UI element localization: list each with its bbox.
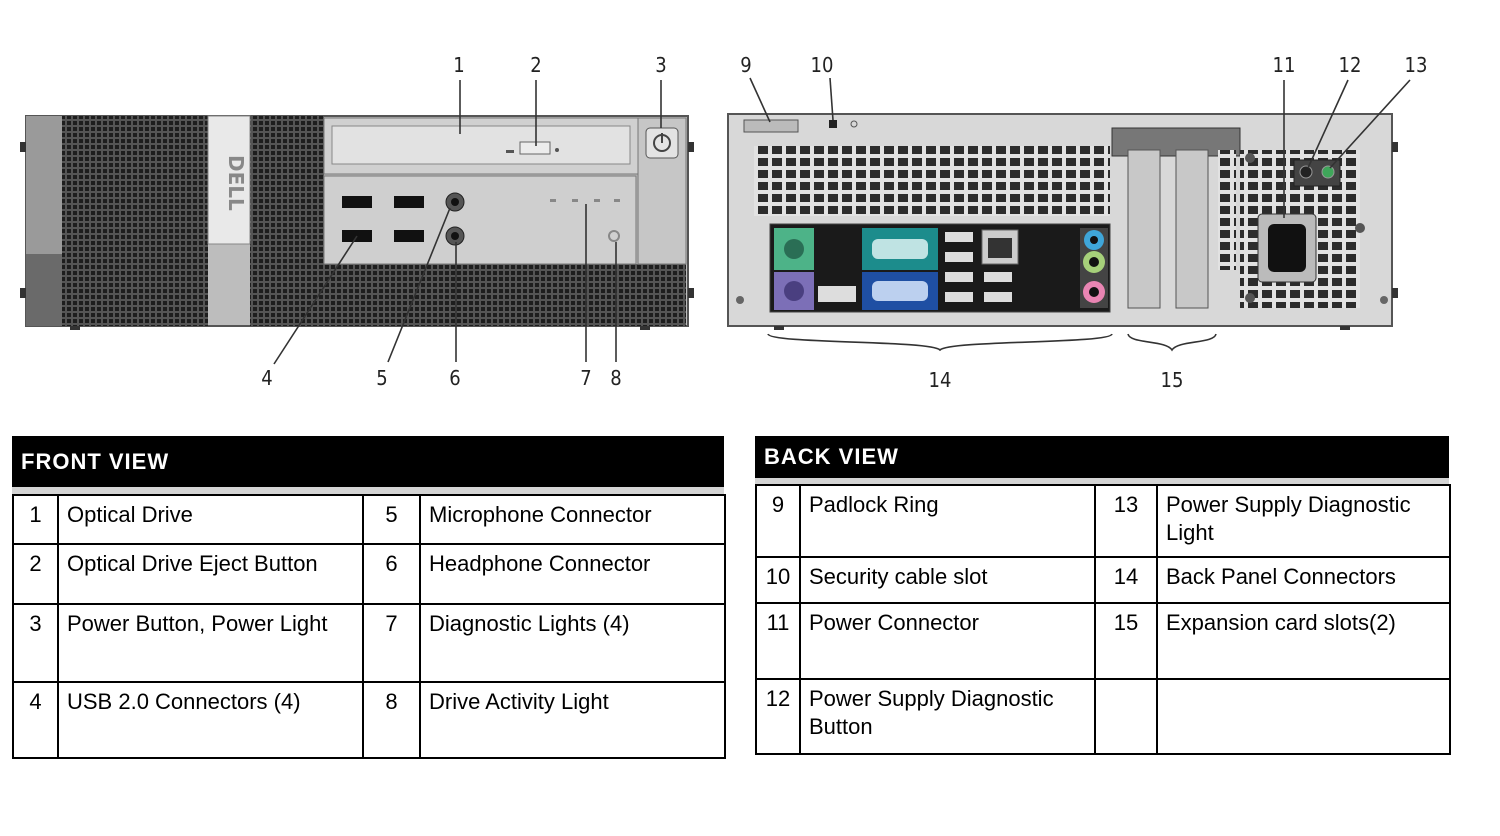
- table-row: 9 Padlock Ring 13 Power Supply Diagnosti…: [755, 484, 1451, 558]
- part-number: 12: [755, 678, 801, 755]
- table-row: 4 USB 2.0 Connectors (4) 8 Drive Activit…: [12, 681, 726, 759]
- part-number: 8: [362, 681, 421, 759]
- part-number: 6: [362, 543, 421, 605]
- table-row: 2 Optical Drive Eject Button 6 Headphone…: [12, 543, 726, 605]
- table-row: 11 Power Connector 15 Expansion card slo…: [755, 602, 1451, 680]
- callout-numbers: 1 2 3 4 5 6 7 8 9 10 11 12 13 14 15: [261, 53, 1427, 392]
- callout-15: 15: [1161, 368, 1184, 392]
- callout-6: 6: [449, 366, 460, 390]
- callout-10: 10: [811, 53, 834, 77]
- part-number: 11: [755, 602, 801, 680]
- drive-activity-light: [608, 230, 620, 242]
- front-view-divider: [12, 487, 724, 494]
- part-number: 9: [755, 484, 801, 558]
- part-number: 15: [1094, 602, 1158, 680]
- displayport: [818, 286, 856, 302]
- part-number: 3: [12, 603, 59, 683]
- part-number: 5: [362, 494, 421, 545]
- part-label: USB 2.0 Connectors (4): [57, 681, 364, 759]
- callout-3: 3: [655, 53, 666, 77]
- back-view-drawing: [727, 113, 1398, 330]
- part-label: Security cable slot: [799, 556, 1096, 604]
- dell-logo: DELL: [207, 115, 251, 245]
- back-view-table: 9 Padlock Ring 13 Power Supply Diagnosti…: [755, 484, 1451, 755]
- callout-4: 4: [261, 366, 272, 390]
- front-view-drawing: DELL: [20, 115, 694, 330]
- part-label: Power Supply Diagnostic Light: [1156, 484, 1451, 558]
- back-view-panel: BACK VIEW 9 Padlock Ring 13 Power Supply…: [755, 436, 1451, 755]
- part-label: Power Connector: [799, 602, 1096, 680]
- rear-usb-ports: [945, 232, 1012, 302]
- part-label: [1156, 678, 1451, 755]
- table-row: 1 Optical Drive 5 Microphone Connector: [12, 494, 726, 545]
- part-number: [1094, 678, 1158, 755]
- part-label: Microphone Connector: [419, 494, 726, 545]
- part-label: Back Panel Connectors: [1156, 556, 1451, 604]
- front-view-title: FRONT VIEW: [12, 436, 724, 487]
- callout-14: 14: [929, 368, 952, 392]
- part-label: Drive Activity Light: [419, 681, 726, 759]
- part-label: Padlock Ring: [799, 484, 1096, 558]
- padlock-ring: [743, 119, 799, 133]
- callout-7: 7: [580, 366, 591, 390]
- usb-port-icons: [342, 196, 424, 242]
- security-cable-slot: [829, 120, 837, 128]
- back-view-title: BACK VIEW: [755, 436, 1449, 478]
- psu-diagnostic-button: [1299, 165, 1313, 179]
- front-view-panel: FRONT VIEW 1 Optical Drive 5 Microphone …: [12, 436, 726, 759]
- part-number: 7: [362, 603, 421, 683]
- part-label: Optical Drive Eject Button: [57, 543, 364, 605]
- part-number: 14: [1094, 556, 1158, 604]
- table-row: 3 Power Button, Power Light 7 Diagnostic…: [12, 603, 726, 683]
- part-label: Expansion card slots(2): [1156, 602, 1451, 680]
- part-label: Power Supply Diagnostic Button: [799, 678, 1096, 755]
- power-connector-icon: [1268, 224, 1306, 272]
- part-number: 4: [12, 681, 59, 759]
- part-number: 13: [1094, 484, 1158, 558]
- diagnostic-lights: [550, 199, 620, 202]
- svg-text:DELL: DELL: [224, 155, 248, 211]
- back-view-divider: [755, 478, 1449, 484]
- part-label: Power Button, Power Light: [57, 603, 364, 683]
- part-label: Diagnostic Lights (4): [419, 603, 726, 683]
- callout-13: 13: [1405, 53, 1428, 77]
- callout-leaders: [273, 77, 1411, 365]
- part-label: Headphone Connector: [419, 543, 726, 605]
- part-label: Optical Drive: [57, 494, 364, 545]
- callout-11: 11: [1273, 53, 1296, 77]
- expansion-slot-1: [1127, 149, 1161, 309]
- front-view-table: 1 Optical Drive 5 Microphone Connector 2…: [12, 494, 726, 759]
- psu-diagnostic-light: [1321, 165, 1335, 179]
- callout-2: 2: [530, 53, 541, 77]
- callout-8: 8: [610, 366, 621, 390]
- callout-1: 1: [453, 53, 464, 77]
- callout-9: 9: [740, 53, 751, 77]
- table-row: 12 Power Supply Diagnostic Button: [755, 678, 1451, 755]
- part-number: 2: [12, 543, 59, 605]
- part-number: 10: [755, 556, 801, 604]
- computer-illustration: DELL: [20, 53, 1427, 392]
- part-number: 1: [12, 494, 59, 545]
- eject-button: [519, 141, 551, 155]
- callout-5: 5: [376, 366, 387, 390]
- expansion-slot-2: [1175, 149, 1209, 309]
- callout-12: 12: [1339, 53, 1362, 77]
- table-row: 10 Security cable slot 14 Back Panel Con…: [755, 556, 1451, 604]
